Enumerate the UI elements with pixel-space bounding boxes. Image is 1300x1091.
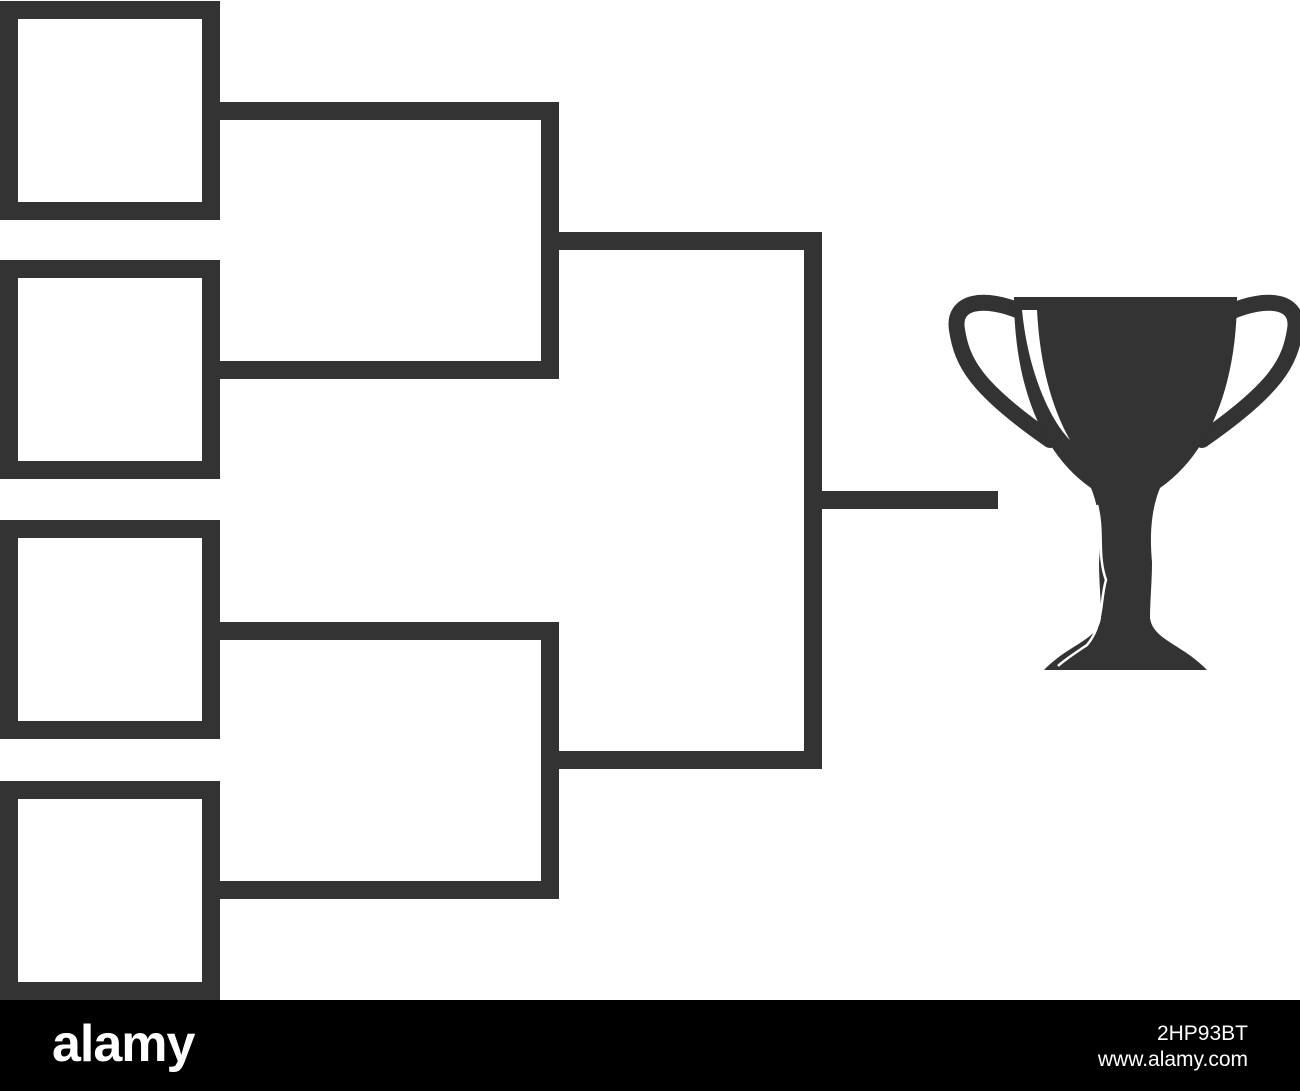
tournament-bracket-diagram — [0, 1, 1300, 1000]
semifinal-connector-bottom — [211, 622, 559, 899]
entrant-slot-4[interactable] — [0, 781, 220, 1000]
entrant-slot-2[interactable] — [0, 260, 220, 479]
site-url-label: www.alamy.com — [1097, 1048, 1248, 1071]
watermark-footer: alamy 2HP93BT www.alamy.com — [0, 1000, 1300, 1091]
final-connector — [550, 232, 822, 769]
entrant-slot-1[interactable] — [0, 1, 220, 220]
entrant-slot-3[interactable] — [0, 520, 220, 739]
alamy-logo: alamy — [52, 1015, 195, 1073]
image-id-label: 2HP93BT — [1156, 1022, 1248, 1045]
trophy-cup-icon — [948, 294, 1300, 670]
semifinal-connector-top — [211, 102, 559, 379]
